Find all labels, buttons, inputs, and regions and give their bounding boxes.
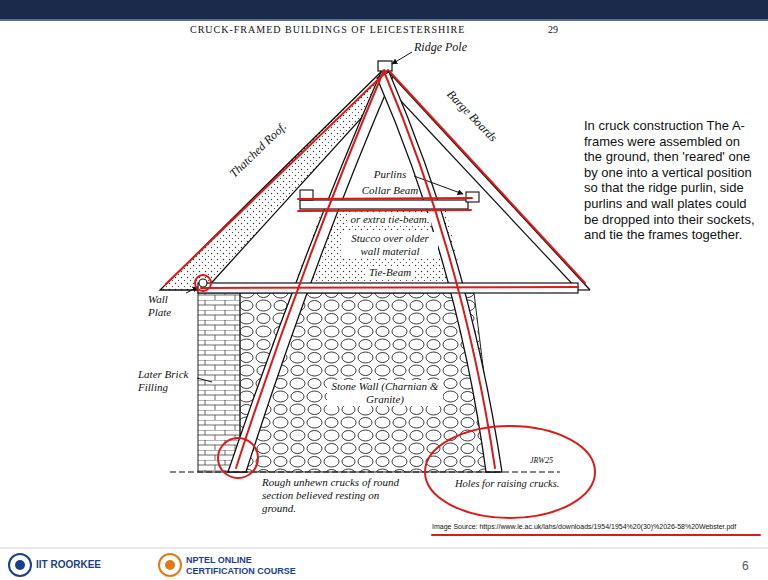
ground-line (170, 472, 560, 473)
part-label: Wall Plate (148, 293, 184, 319)
page-number: 29 (548, 24, 558, 36)
red-stroke (201, 287, 578, 288)
iit-logo (15, 560, 25, 570)
footer-text: IIT ROORKEE (36, 559, 101, 571)
part-label: Stucco over older wall material (342, 232, 438, 258)
part-label: Ridge Pole (414, 40, 467, 54)
title-bar (0, 0, 768, 19)
purlin (466, 192, 479, 202)
collar-beam (300, 200, 468, 209)
part-note: Holes for raising crucks. (455, 478, 567, 491)
red-stroke (298, 198, 472, 199)
part-label: Purlins (374, 168, 406, 181)
nptel-logo (165, 560, 175, 570)
red-stroke (236, 70, 384, 468)
nptel-logo (159, 554, 181, 576)
ridge-pole (378, 61, 392, 71)
leader-line (197, 378, 212, 382)
wall-plate (199, 279, 207, 287)
tie-beam (198, 283, 578, 293)
image-source: Image Source: https://www.le.ac.uk/lahs/… (432, 523, 736, 531)
part-label: Stone Wall (Charnian & Granite) (327, 380, 443, 406)
footer-text: NPTEL ONLINE CERTIFICATION COURSE (186, 555, 304, 577)
red-stroke (298, 210, 471, 211)
iit-logo (9, 554, 31, 576)
page-header: CRUCK-FRAMED BUILDINGS OF LEICESTERSHIRE (190, 24, 465, 36)
footer-rule (0, 548, 768, 549)
part-label: Later Brick Filling (138, 368, 196, 394)
red-underline (432, 534, 760, 536)
roof-eave (578, 289, 590, 290)
part-label: Collar Beam (362, 184, 419, 197)
explanation-text: In cruck construction The A- frames were… (584, 118, 760, 243)
part-label: Tie-Beam (367, 266, 413, 279)
red-circle (218, 438, 258, 478)
red-circle (195, 275, 211, 291)
title-bar-accent (0, 19, 768, 21)
slide-number: 6 (742, 559, 749, 573)
part-label: or extra tie-beam. (348, 213, 431, 226)
signature: JRW25 (530, 456, 553, 466)
part-label: Thatched Roof. (227, 119, 290, 180)
leader-line (392, 52, 412, 64)
red-annotation (166, 70, 760, 535)
leader-line (414, 176, 463, 194)
red-circle (425, 426, 595, 518)
part-label: Barge Boards (444, 87, 500, 145)
part-note: Rough unhewn crucks of round section bel… (262, 476, 404, 516)
brick-filling (198, 293, 240, 472)
